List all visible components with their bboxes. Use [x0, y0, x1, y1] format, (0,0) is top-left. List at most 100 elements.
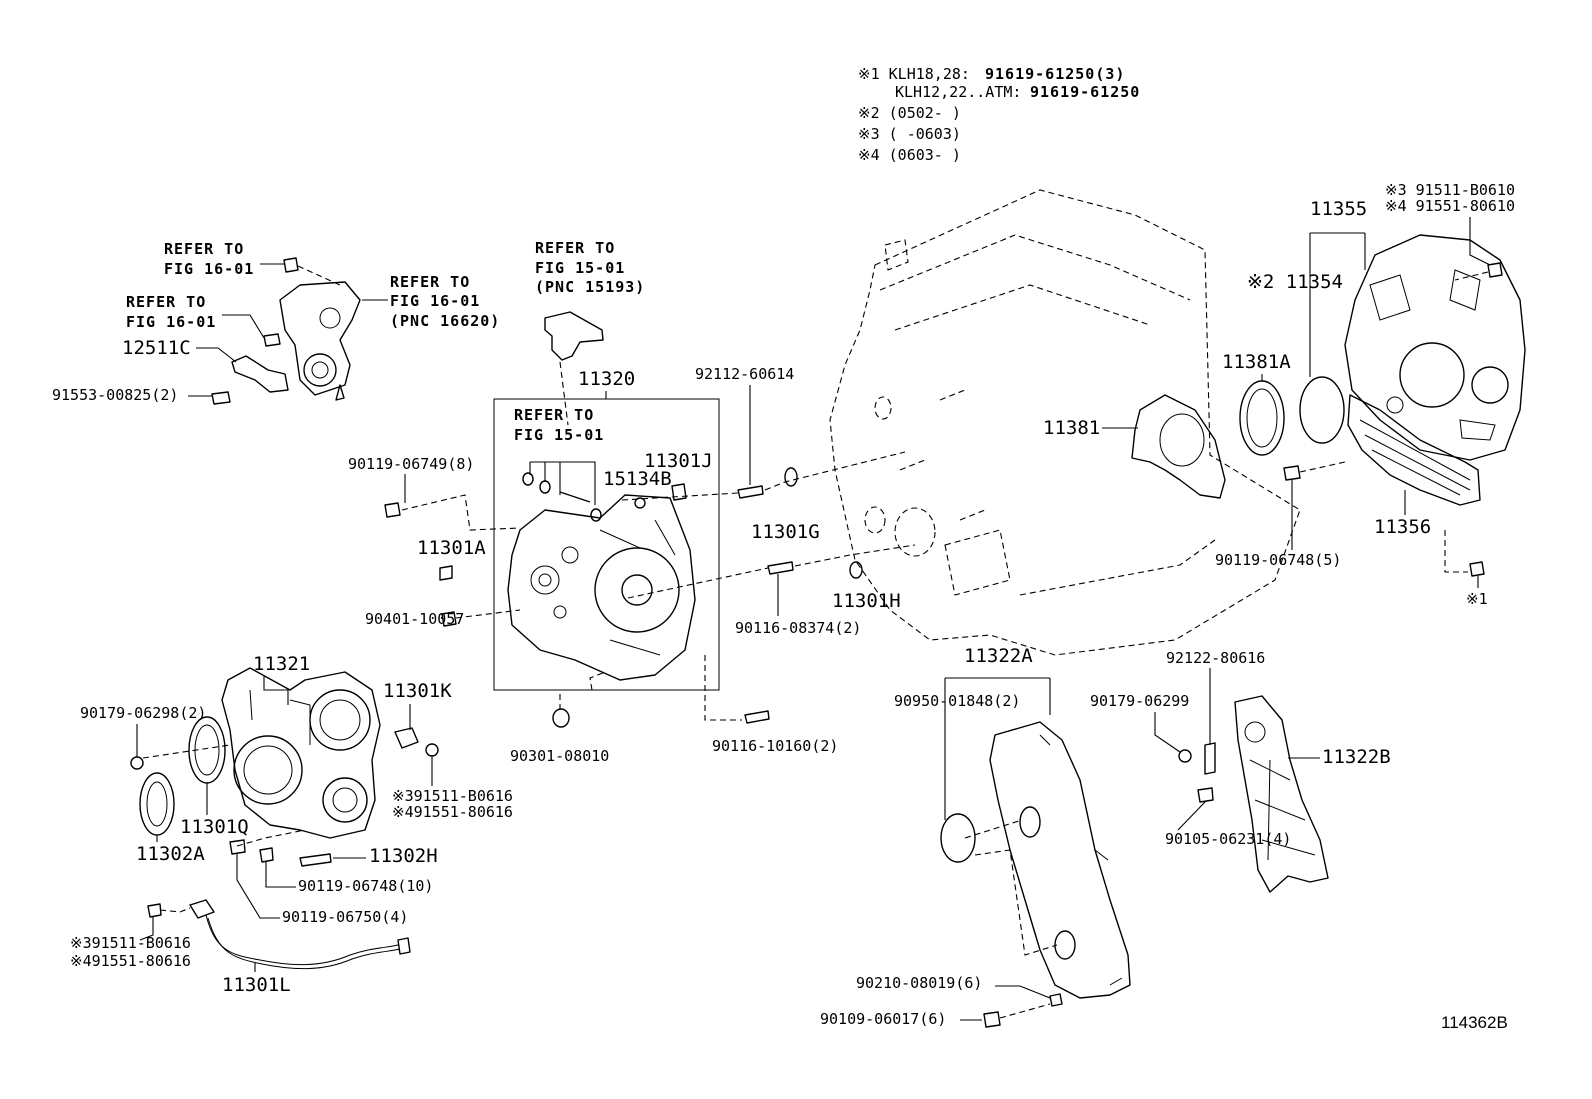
label-11381A: 11381A [1222, 351, 1291, 373]
label-k3-91511-B0616: ※391511-B0616 [392, 787, 513, 805]
end-plate-11355 [1344, 234, 1526, 461]
plugs-set [522, 472, 602, 522]
label-11301A: 11301A [417, 537, 486, 559]
label-k3-91511-B0616-b: ※391511-B0616 [70, 934, 191, 952]
label-11356: 11356 [1374, 516, 1431, 538]
label-90179-06298: 90179-06298(2) [80, 704, 206, 722]
label-11302H: 11302H [369, 845, 438, 867]
label-90179-06299: 90179-06299 [1090, 692, 1189, 710]
label-90109-06017: 90109-06017(6) [820, 1010, 946, 1028]
label-k4-91551-80616: ※491551-80616 [392, 803, 513, 821]
note-2: ※2 (0502- ) [858, 104, 961, 122]
bolt-90105-06231 [1197, 787, 1214, 803]
label-k1: ※1 [1466, 590, 1488, 608]
engine-block-outline [829, 189, 1301, 656]
note-1-value: 91619-61250(3) [985, 65, 1125, 83]
label-90119-06748-5: 90119-06748(5) [1215, 551, 1341, 569]
bolt-90119-06749 [384, 502, 401, 518]
timing-case-housing [507, 494, 696, 681]
refer-3-line3: (PNC 16620) [390, 312, 500, 330]
refer-4-line2: FIG 15-01 [535, 259, 625, 277]
note-1b-value: 91619-61250 [1030, 83, 1140, 101]
plug-15134B [634, 497, 646, 509]
refer-1-line2: FIG 16-01 [164, 260, 254, 278]
nut-90179-06298 [130, 756, 144, 770]
label-11321: 11321 [253, 653, 310, 675]
refer-2-line2: FIG 16-01 [126, 313, 216, 331]
label-12511C: 12511C [122, 337, 191, 359]
label-11381: 11381 [1043, 417, 1100, 439]
gasket-part [544, 311, 604, 361]
label-11322A: 11322A [964, 645, 1033, 667]
stud-92122-80616 [1204, 742, 1216, 775]
gasket-11354 [1299, 376, 1345, 444]
idler-bracket-assembly [211, 257, 361, 405]
stud-90116-08374 [767, 561, 794, 575]
figure-id: 114362B [1441, 1013, 1508, 1032]
label-11322B: 11322B [1322, 746, 1391, 768]
washer-90210-08019 [1049, 993, 1063, 1007]
refer-3-line1: REFER TO [390, 273, 470, 291]
refer-4-line1: REFER TO [535, 239, 615, 257]
label-k4-91551-80616-b: ※491551-80616 [70, 952, 191, 970]
timing-cover-11321 [221, 667, 381, 839]
retainer-11381 [1131, 394, 1226, 499]
refer-1-line1: REFER TO [164, 240, 244, 258]
label-11302A: 11302A [136, 843, 205, 865]
label-k2-11354: ※2 11354 [1247, 271, 1343, 293]
stud-11302H [299, 853, 332, 867]
label-11301Q: 11301Q [180, 816, 249, 838]
bolt-90119-06750 [229, 839, 246, 855]
stud-90116-10160 [744, 710, 770, 724]
label-90116-08374: 90116-08374(2) [735, 619, 861, 637]
label-90301-08010: 90301-08010 [510, 747, 609, 765]
plug-90950-01848 [940, 813, 976, 863]
label-90105-06231: 90105-06231(4) [1165, 830, 1291, 848]
label-90401-10057: 90401-10057 [365, 610, 464, 628]
label-92122-80616: 92122-80616 [1166, 649, 1265, 667]
cover-plate-11356 [1347, 394, 1481, 506]
label-15134B: 15134B [603, 468, 672, 490]
oring-11301H [849, 561, 863, 579]
label-k3-91511-B0610: ※3 91511-B0610 [1385, 181, 1515, 199]
bolt-90401-10057 [441, 611, 457, 627]
note-1-key: ※1 KLH18,28: [858, 65, 970, 83]
note-4: ※4 (0603- ) [858, 146, 961, 164]
bolt-k1 [1469, 561, 1485, 577]
cover-11322A [989, 721, 1131, 999]
bolt-90119-06748 [259, 847, 274, 863]
oring-90301-08010 [552, 708, 570, 728]
label-90119-06750: 90119-06750(4) [282, 908, 408, 926]
sensor-cable-11301L [147, 899, 411, 970]
label-11355: 11355 [1310, 198, 1367, 220]
label-90210-08019: 90210-08019(6) [856, 974, 982, 992]
oring-11301G [784, 467, 798, 487]
refer-4-line3: (PNC 15193) [535, 278, 645, 296]
label-11301K: 11301K [383, 680, 452, 702]
label-11320: 11320 [578, 368, 635, 390]
label-11301J: 11301J [644, 450, 713, 472]
label-90950-01848: 90950-01848(2) [894, 692, 1020, 710]
label-90119-06749: 90119-06749(8) [348, 455, 474, 473]
plug-11301J [671, 483, 687, 501]
label-90119-06748-10: 90119-06748(10) [298, 877, 433, 895]
label-k4-91551-80610: ※4 91551-80610 [1385, 197, 1515, 215]
note-1b-key: KLH12,22..ATM: [895, 83, 1021, 101]
applicability-notes: ※1 KLH18,28: 91619-61250(3) KLH12,22..AT… [858, 65, 1140, 164]
refer-2-line1: REFER TO [126, 293, 206, 311]
label-91553-00825: 91553-00825(2) [52, 386, 178, 404]
label-11301H: 11301H [832, 590, 901, 612]
refer-5-line2: FIG 15-01 [514, 426, 604, 444]
label-92112-60614: 92112-60614 [695, 365, 794, 383]
pin-11301A [439, 565, 453, 581]
nut-90179-06299 [1178, 749, 1192, 763]
refer-5-line1: REFER TO [514, 406, 594, 424]
bolt-k-sensor [425, 743, 439, 757]
label-11301G: 11301G [751, 521, 820, 543]
stud-92112-60614 [737, 485, 764, 499]
refer-3-line2: FIG 16-01 [390, 292, 480, 310]
label-11301L: 11301L [222, 974, 291, 996]
sensor-11301K [394, 727, 419, 749]
label-90116-10160: 90116-10160(2) [712, 737, 838, 755]
